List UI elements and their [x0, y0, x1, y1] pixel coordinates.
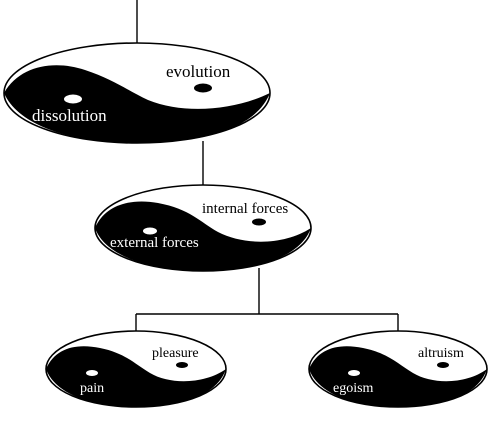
label-evolution: evolution [166, 62, 231, 81]
yin-yang-bottom-right-white-dot [348, 370, 360, 376]
yin-yang-bottom-right-black-dot [437, 362, 449, 368]
yin-yang-bottom-left-black-dot [176, 362, 188, 368]
label-pain: pain [80, 381, 104, 396]
label-internal-forces: internal forces [202, 201, 288, 217]
yin-yang-bottom-right: altruism egoism [308, 330, 488, 408]
yin-yang-top: evolution dissolution [3, 42, 271, 144]
yin-yang-middle-dark-half [95, 201, 311, 271]
yin-yang-bottom-left-white-dot [86, 370, 98, 376]
label-external-forces: external forces [110, 235, 199, 251]
yin-yang-top-dark-half [4, 65, 270, 143]
yin-yang-middle: internal forces external forces [94, 184, 312, 272]
yin-yang-top-black-dot [194, 83, 212, 93]
yin-yang-middle-white-dot [143, 227, 157, 235]
yin-yang-bottom-left-dark-half [46, 346, 226, 407]
yin-yang-top-white-dot [64, 94, 82, 104]
yin-yang-middle-black-dot [252, 218, 266, 226]
yin-yang-bottom-left: pleasure pain [45, 330, 227, 408]
label-pleasure: pleasure [152, 346, 199, 361]
connector-lines [135, 0, 399, 332]
label-altruism: altruism [418, 346, 464, 361]
label-dissolution: dissolution [32, 106, 107, 125]
yin-yang-bottom-right-dark-half [309, 346, 487, 407]
label-egoism: egoism [333, 381, 374, 396]
